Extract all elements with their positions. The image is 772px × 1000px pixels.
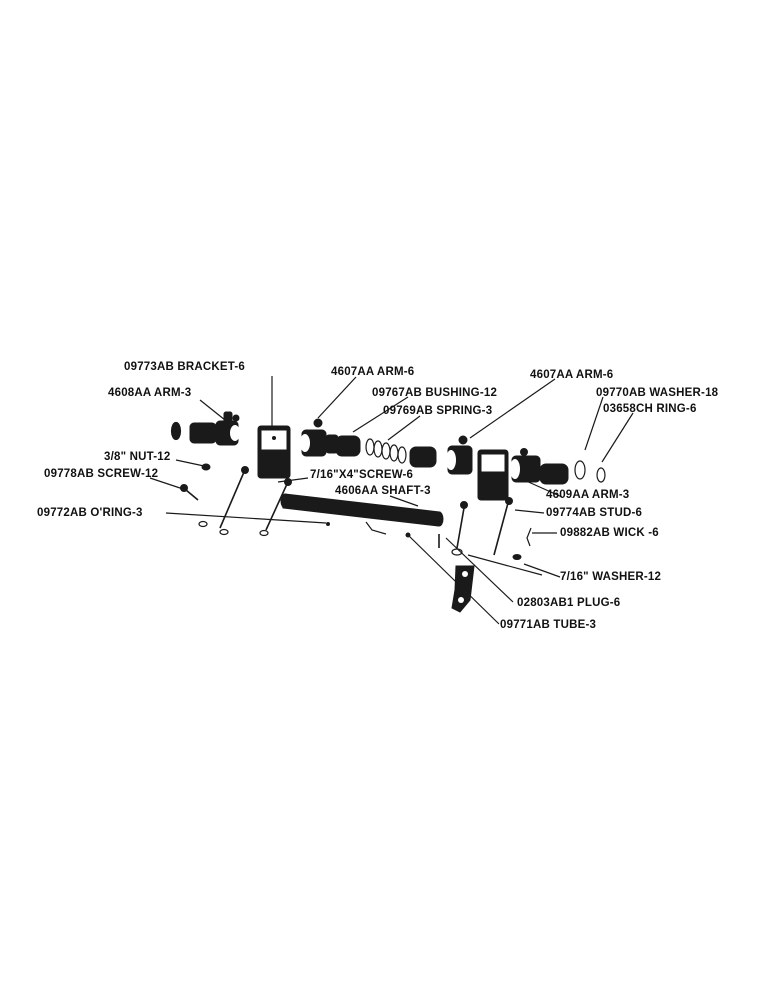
label-arm6-b: 4607AA ARM-6 <box>530 369 614 381</box>
bottom-washers <box>198 520 330 537</box>
bushing-set <box>335 435 569 485</box>
label-bushing: 09767AB BUSHING-12 <box>372 387 498 399</box>
label-ring6: 03658CH RING-6 <box>603 403 697 415</box>
bracket-right <box>477 449 509 501</box>
arm-right <box>510 448 541 483</box>
label-plug: 02803AB1 PLUG-6 <box>517 597 621 609</box>
label-washer18: 09770AB WASHER-18 <box>596 387 719 399</box>
label-oring: 09772AB O'RING-3 <box>37 507 143 519</box>
shaft <box>280 493 444 527</box>
label-washer12: 7/16" WASHER-12 <box>560 571 662 583</box>
arm-center-right <box>446 435 473 475</box>
label-screw6: 7/16"X4"SCREW-6 <box>310 469 414 481</box>
label-arm3-right: 4609AA ARM-3 <box>546 489 630 501</box>
lower-link <box>451 565 475 613</box>
tube-plug-wick <box>365 521 532 560</box>
arm-left <box>170 411 240 446</box>
label-stud: 09774AB STUD-6 <box>546 507 643 519</box>
spring <box>365 438 407 464</box>
long-screws <box>219 466 513 556</box>
label-arm6-a: 4607AA ARM-6 <box>331 366 415 378</box>
bracket-left <box>257 425 291 479</box>
label-arm3-left: 4608AA ARM-3 <box>108 387 192 399</box>
label-bracket: 09773AB BRACKET-6 <box>124 361 245 373</box>
arm-center-left <box>300 418 339 457</box>
label-nut: 3/8" NUT-12 <box>104 451 171 463</box>
label-spring: 09769AB SPRING-3 <box>383 405 493 417</box>
label-shaft: 4606AA SHAFT-3 <box>335 485 431 497</box>
label-tube: 09771AB TUBE-3 <box>500 619 597 631</box>
label-screw12: 09778AB SCREW-12 <box>44 468 159 480</box>
label-wick: 09882AB WICK -6 <box>560 527 659 539</box>
leader-lines <box>149 376 634 625</box>
washers-rings <box>574 460 606 483</box>
nut-screw <box>180 463 211 501</box>
